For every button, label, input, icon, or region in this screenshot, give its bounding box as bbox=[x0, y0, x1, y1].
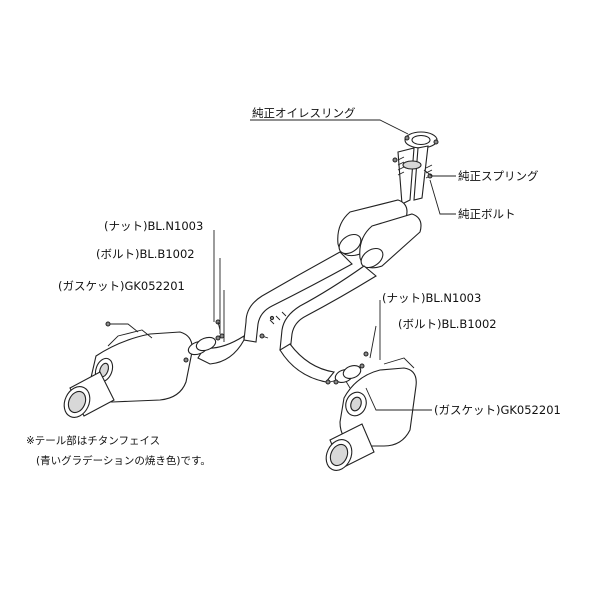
left-gasket-label: (ガスケット)GK052201 bbox=[58, 279, 185, 293]
right-gasket-label: (ガスケット)GK052201 bbox=[434, 403, 561, 417]
note-line-1: ※テール部はチタンフェイス bbox=[26, 434, 160, 447]
note-line-2: (青いグラデーションの焼き色)です。 bbox=[36, 454, 211, 467]
right-bolt-label: (ボルト)BL.B1002 bbox=[398, 317, 497, 331]
left-nut-label: (ナット)BL.N1003 bbox=[104, 219, 203, 233]
left-joint-flange bbox=[183, 335, 221, 363]
stock-bolt-label: 純正ボルト bbox=[458, 207, 516, 221]
right-nut-label: (ナット)BL.N1003 bbox=[382, 291, 481, 305]
left-bolts bbox=[215, 319, 225, 339]
mid-hangers bbox=[259, 311, 287, 339]
center-resonators bbox=[337, 199, 422, 269]
front-pipe bbox=[397, 145, 429, 205]
oil-ring-label: 純正オイレスリング bbox=[252, 106, 356, 120]
front-flange bbox=[404, 131, 439, 149]
left-tail-tip bbox=[63, 371, 115, 418]
left-bolt-label: (ボルト)BL.B1002 bbox=[96, 247, 195, 261]
right-joint-flange bbox=[333, 351, 369, 385]
right-tail-tip bbox=[325, 423, 375, 471]
leader-lines bbox=[213, 119, 456, 411]
spring-label: 純正スプリング bbox=[458, 169, 539, 183]
mid-pipes bbox=[197, 251, 377, 383]
